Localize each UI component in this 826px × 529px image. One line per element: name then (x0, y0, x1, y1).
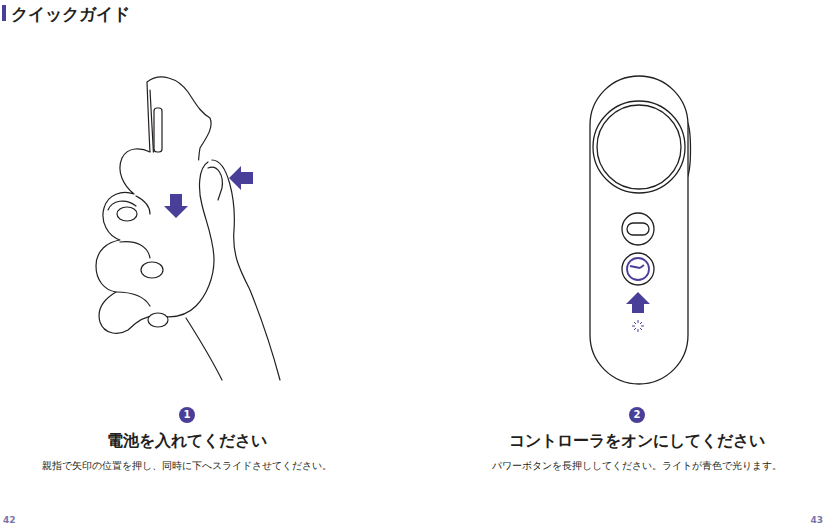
title-bar (2, 5, 6, 21)
page-number: 42 (3, 515, 16, 526)
step-number: 1 (184, 410, 191, 420)
step-number-circle: 1 (179, 407, 195, 423)
step-heading: 電池を入れてください (107, 431, 267, 450)
controller-front (590, 76, 691, 384)
hand-with-controller (96, 77, 280, 380)
step-description: パワーボタンを長押ししてください。ライトが青色で光ります。 (492, 460, 782, 472)
step-description: 親指で矢印の位置を押し、同時に下へスライドさせてください。 (42, 460, 332, 472)
press-arrow (626, 292, 650, 313)
step-number-circle: 2 (629, 407, 645, 423)
step-number: 2 (634, 410, 641, 420)
page-number: 43 (810, 515, 823, 526)
page-title: クイックガイド (11, 3, 130, 26)
step-heading: コントローラをオンにしてください (509, 431, 765, 450)
light-indicator (632, 320, 644, 332)
press-arrows (164, 166, 253, 218)
